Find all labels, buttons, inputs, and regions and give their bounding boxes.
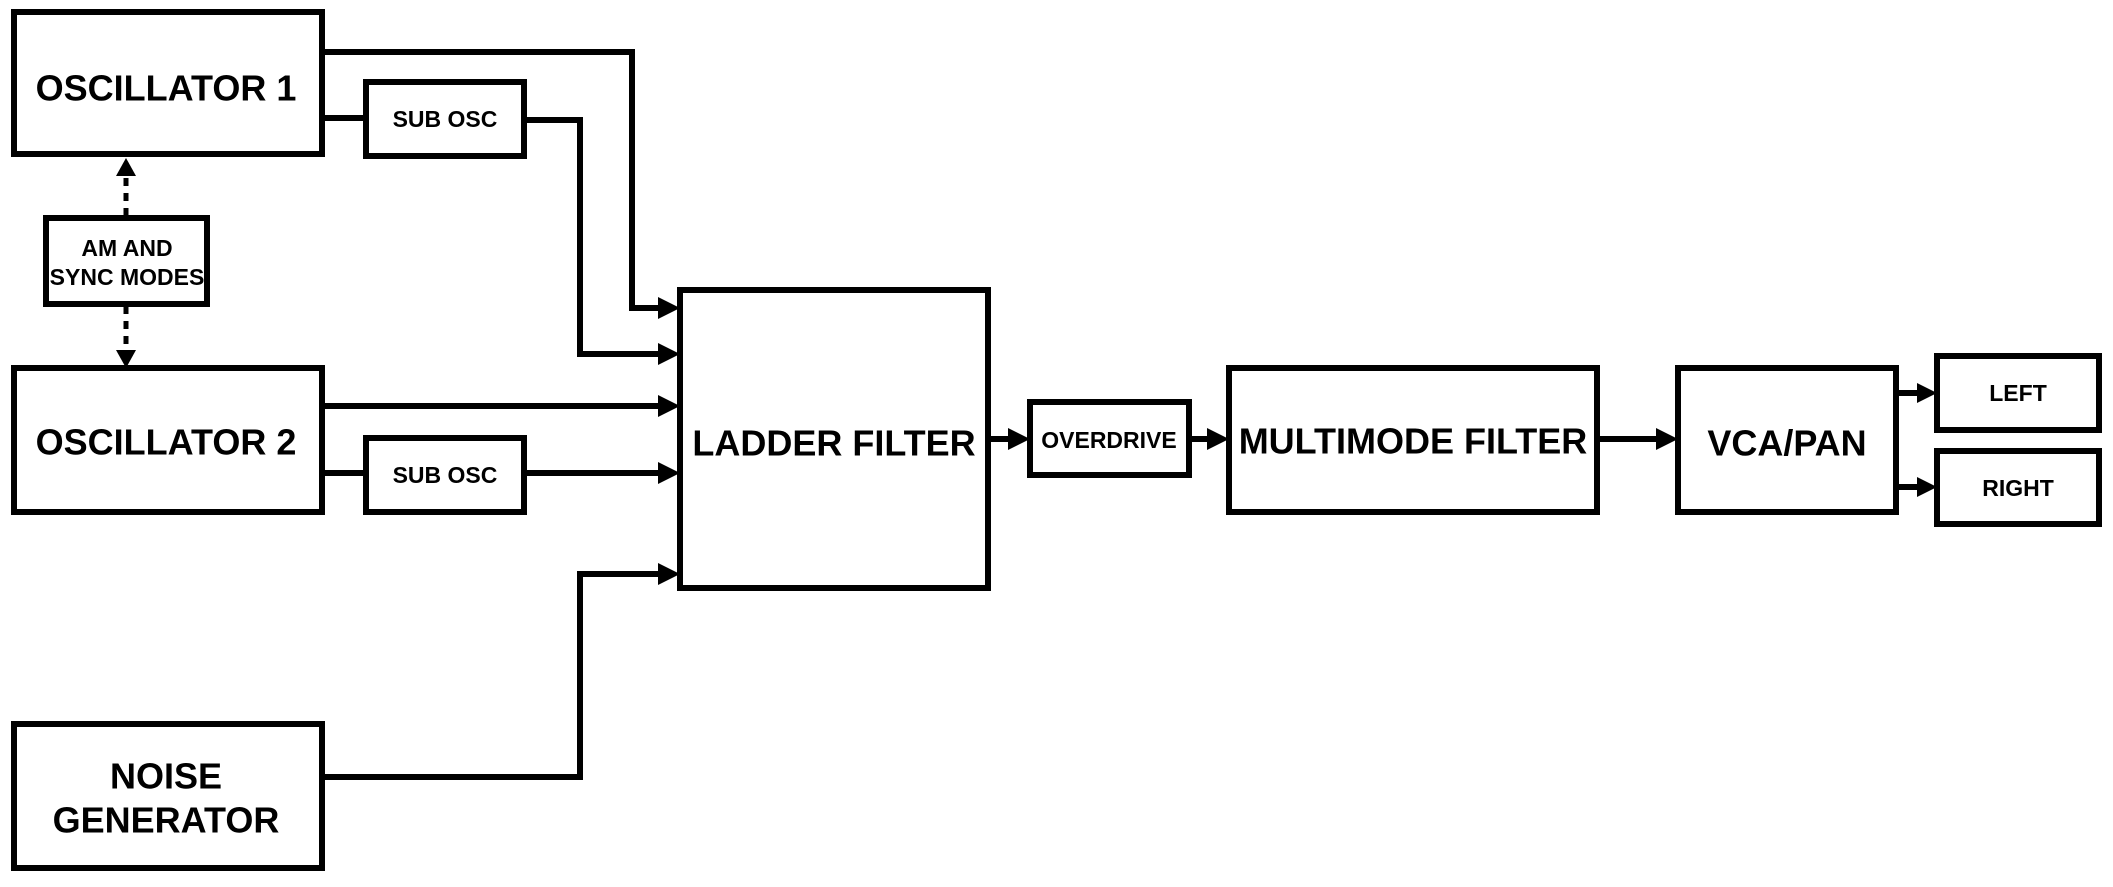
noise-label-line-1: NOISE bbox=[110, 756, 222, 797]
block-multimode-filter: MULTIMODE FILTER bbox=[1226, 365, 1600, 515]
block-vca-pan: VCA/PAN bbox=[1675, 365, 1899, 515]
block-oscillator-2: OSCILLATOR 2 bbox=[11, 365, 325, 515]
block-overdrive: OVERDRIVE bbox=[1027, 399, 1192, 478]
oscillator-2-label: OSCILLATOR 2 bbox=[36, 422, 297, 463]
block-ladder-filter: LADDER FILTER bbox=[677, 287, 991, 591]
block-left-output: LEFT bbox=[1934, 353, 2102, 433]
block-sub-osc-1: SUB OSC bbox=[363, 79, 527, 159]
wire-osc1-to-ladder bbox=[320, 49, 662, 311]
vca-pan-label: VCA/PAN bbox=[1707, 423, 1866, 464]
arrowheads bbox=[116, 158, 1937, 585]
arrowhead-ladder-to-overdrive bbox=[1008, 428, 1030, 450]
arrowhead-sub2-to-ladder bbox=[658, 462, 680, 484]
block-noise-generator: NOISE GENERATOR bbox=[11, 721, 325, 871]
noise-label-line-2: GENERATOR bbox=[53, 800, 280, 841]
wire-noise-to-ladder bbox=[320, 571, 662, 780]
multimode-filter-label: MULTIMODE FILTER bbox=[1239, 421, 1588, 462]
arrowhead-osc2-to-ladder bbox=[658, 395, 680, 417]
arrowhead-noise-to-ladder bbox=[658, 563, 680, 585]
overdrive-label: OVERDRIVE bbox=[1041, 427, 1176, 453]
sub-osc-2-label: SUB OSC bbox=[393, 462, 498, 488]
arrowhead-sub1-to-ladder bbox=[658, 343, 680, 365]
block-am-sync-modes: AM AND SYNC MODES bbox=[43, 215, 210, 307]
sub-osc-1-label: SUB OSC bbox=[393, 106, 498, 132]
arrowhead-am-to-osc1 bbox=[116, 158, 136, 176]
ladder-filter-label: LADDER FILTER bbox=[692, 423, 975, 464]
oscillator-1-label: OSCILLATOR 1 bbox=[36, 68, 297, 109]
left-output-label: LEFT bbox=[1989, 380, 2047, 406]
connections bbox=[123, 49, 1922, 780]
arrowhead-multimode-to-vca bbox=[1656, 428, 1678, 450]
arrowhead-osc1-to-ladder bbox=[658, 297, 680, 319]
right-output-label: RIGHT bbox=[1982, 475, 2054, 501]
am-sync-label-line-2: SYNC MODES bbox=[50, 264, 205, 290]
block-sub-osc-2: SUB OSC bbox=[363, 435, 527, 515]
am-sync-label-line-1: AM AND bbox=[81, 235, 172, 261]
arrowhead-am-to-osc2 bbox=[116, 350, 136, 368]
block-oscillator-1: OSCILLATOR 1 bbox=[11, 9, 325, 157]
block-right-output: RIGHT bbox=[1934, 448, 2102, 527]
arrowhead-vca-to-right bbox=[1917, 477, 1937, 497]
arrowhead-vca-to-left bbox=[1917, 383, 1937, 403]
arrowhead-overdrive-to-multimode bbox=[1207, 428, 1229, 450]
wire-sub1-to-ladder bbox=[524, 117, 662, 357]
